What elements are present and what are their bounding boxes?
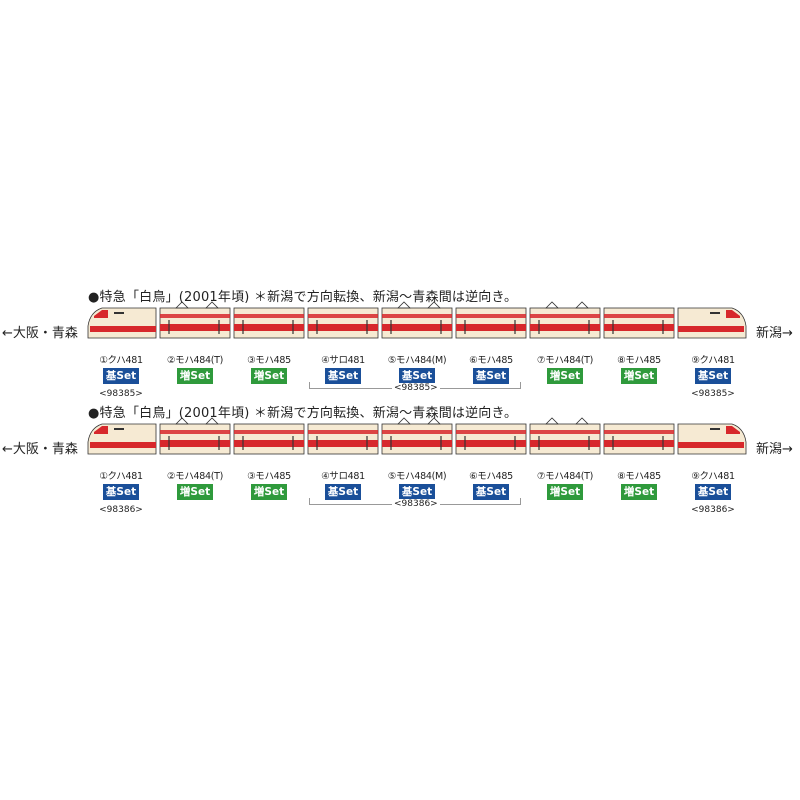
add-on-set-badge: 増Set xyxy=(177,368,213,384)
car-name: ⑤モハ484(M) xyxy=(387,355,447,366)
car-body-illustration xyxy=(455,423,527,455)
car-body-illustration xyxy=(529,301,601,339)
train-car: ⑦モハ484(T) 増Set xyxy=(529,301,601,398)
basic-set-badge: 基Set xyxy=(695,484,731,500)
basic-set-badge: 基Set xyxy=(325,368,361,384)
basic-set-badge: 基Set xyxy=(473,368,509,384)
train-car: ②モハ484(T) 増Set xyxy=(159,417,231,514)
train-car: ⑤モハ484(M) 基Set xyxy=(381,301,453,398)
set-code: <98386> xyxy=(691,505,735,515)
car-name: ②モハ484(T) xyxy=(166,471,224,482)
train-car: ⑨クハ481 基Set <98386> xyxy=(677,418,748,515)
train-car: ②モハ484(T) 増Set xyxy=(159,301,231,398)
car-name: ⑧モハ485 xyxy=(617,355,661,366)
basic-set-badge: 基Set xyxy=(399,484,435,500)
direction-right-label: 新潟→ xyxy=(756,442,793,457)
add-on-set-badge: 増Set xyxy=(621,368,657,384)
formation-title: ●特急「白鳥」(2001年頃) ＊新潟で方向転換、新潟〜青森間は逆向き。 xyxy=(88,406,518,421)
train-car: ④サロ481 基Set xyxy=(307,418,379,514)
direction-left-label: ←大阪・青森 xyxy=(2,326,78,341)
set-code: <98386> xyxy=(99,505,143,515)
car-body-illustration xyxy=(677,423,747,455)
car-name: ⑦モハ484(T) xyxy=(536,471,594,482)
car-body-illustration xyxy=(87,307,157,339)
formation-lower: ●特急「白鳥」(2001年頃) ＊新潟で方向転換、新潟〜青森間は逆向き。 ←大阪… xyxy=(0,402,800,532)
formation-title: ●特急「白鳥」(2001年頃) ＊新潟で方向転換、新潟〜青森間は逆向き。 xyxy=(88,290,518,305)
car-name: ⑥モハ485 xyxy=(469,355,513,366)
add-on-set-badge: 増Set xyxy=(177,484,213,500)
car-body-illustration xyxy=(381,417,453,455)
set-code: <98385> xyxy=(691,389,735,399)
direction-left-label: ←大阪・青森 xyxy=(2,442,78,457)
train-car: ⑧モハ485 増Set xyxy=(603,302,675,398)
car-body-illustration xyxy=(307,307,379,339)
car-name: ①クハ481 xyxy=(99,471,143,482)
set-code: <98385> xyxy=(99,389,143,399)
add-on-set-badge: 増Set xyxy=(251,368,287,384)
train-car: ①クハ481 基Set <98385> xyxy=(86,302,157,399)
car-name: ⑨クハ481 xyxy=(691,355,735,366)
train-car: ⑥モハ485 基Set xyxy=(455,418,527,514)
train-car: ③モハ485 増Set xyxy=(233,418,305,514)
train-car: ①クハ481 基Set <98386> xyxy=(86,418,157,515)
train-car: ④サロ481 基Set xyxy=(307,302,379,398)
car-name: ③モハ485 xyxy=(247,355,291,366)
add-on-set-badge: 増Set xyxy=(547,484,583,500)
car-name: ⑧モハ485 xyxy=(617,471,661,482)
add-on-set-badge: 増Set xyxy=(547,368,583,384)
car-body-illustration xyxy=(233,307,305,339)
car-name: ①クハ481 xyxy=(99,355,143,366)
car-body-illustration xyxy=(159,301,231,339)
basic-set-badge: 基Set xyxy=(103,484,139,500)
car-body-illustration xyxy=(307,423,379,455)
direction-right-label: 新潟→ xyxy=(756,326,793,341)
car-body-illustration xyxy=(529,417,601,455)
basic-set-badge: 基Set xyxy=(399,368,435,384)
car-body-illustration xyxy=(603,423,675,455)
car-name: ⑦モハ484(T) xyxy=(536,355,594,366)
car-name: ⑤モハ484(M) xyxy=(387,471,447,482)
basic-set-badge: 基Set xyxy=(103,368,139,384)
car-body-illustration xyxy=(603,307,675,339)
basic-set-badge: 基Set xyxy=(325,484,361,500)
train-car: ⑥モハ485 基Set xyxy=(455,302,527,398)
car-body-illustration xyxy=(87,423,157,455)
car-name: ⑨クハ481 xyxy=(691,471,735,482)
car-body-illustration xyxy=(381,301,453,339)
car-body-illustration xyxy=(159,417,231,455)
car-name: ⑥モハ485 xyxy=(469,471,513,482)
car-name: ④サロ481 xyxy=(321,355,365,366)
add-on-set-badge: 増Set xyxy=(251,484,287,500)
set-bracket-label: <98386> xyxy=(392,499,440,509)
set-bracket-label: <98385> xyxy=(392,383,440,393)
basic-set-badge: 基Set xyxy=(473,484,509,500)
train-car: ⑤モハ484(M) 基Set xyxy=(381,417,453,514)
car-name: ④サロ481 xyxy=(321,471,365,482)
car-name: ②モハ484(T) xyxy=(166,355,224,366)
train-car: ③モハ485 増Set xyxy=(233,302,305,398)
formation-upper: ●特急「白鳥」(2001年頃) ＊新潟で方向転換、新潟〜青森間は逆向き。 ←大阪… xyxy=(0,286,800,416)
car-body-illustration xyxy=(455,307,527,339)
train-car: ⑨クハ481 基Set <98385> xyxy=(677,302,748,399)
car-name: ③モハ485 xyxy=(247,471,291,482)
train-car: ⑦モハ484(T) 増Set xyxy=(529,417,601,514)
add-on-set-badge: 増Set xyxy=(621,484,657,500)
train-car: ⑧モハ485 増Set xyxy=(603,418,675,514)
basic-set-badge: 基Set xyxy=(695,368,731,384)
car-body-illustration xyxy=(677,307,747,339)
car-body-illustration xyxy=(233,423,305,455)
